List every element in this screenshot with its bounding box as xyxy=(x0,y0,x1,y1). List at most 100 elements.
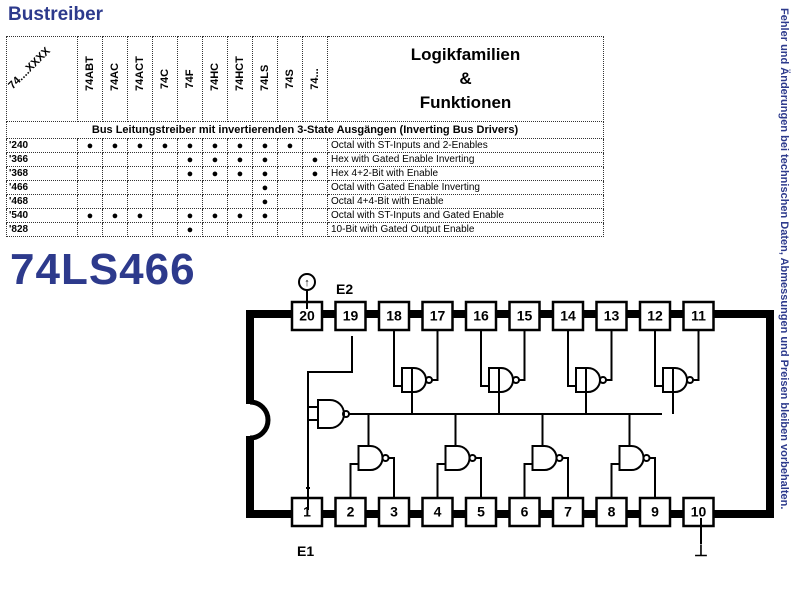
family-label: 74LS xyxy=(259,64,271,91)
empty-cell xyxy=(152,152,178,167)
buffer-bubble xyxy=(686,376,694,384)
availability-dot: ● xyxy=(127,208,153,223)
family-label: 74ACT xyxy=(134,56,146,91)
buffer-body xyxy=(662,367,688,393)
availability-dot: ● xyxy=(227,208,253,223)
empty-cell xyxy=(127,222,153,237)
table-body: Bus Leitungstreiber mit invertierenden 3… xyxy=(6,121,604,237)
buffer-bubble xyxy=(512,376,520,384)
inverting-buffer xyxy=(523,414,569,498)
table-row: '466●Octal with Gated Enable Inverting xyxy=(6,180,604,195)
family-header: 74ABT xyxy=(77,36,103,122)
empty-cell xyxy=(77,222,103,237)
pin-number: 2 xyxy=(347,504,355,520)
empty-cell xyxy=(152,208,178,223)
function-cell: Hex with Gated Enable Inverting xyxy=(327,152,604,167)
empty-cell xyxy=(277,222,303,237)
buffer-input-wire xyxy=(436,463,446,498)
buffer-output-wire xyxy=(606,330,613,381)
table-row: '366●●●●●Hex with Gated Enable Inverting xyxy=(6,152,604,167)
pin-number: 17 xyxy=(430,308,446,324)
part-cell: '828 xyxy=(6,222,78,237)
pin-number: 6 xyxy=(521,504,529,520)
pin-box xyxy=(290,496,324,528)
empty-cell xyxy=(302,194,328,209)
empty-cell xyxy=(302,138,328,153)
pin-number: 19 xyxy=(343,308,359,324)
section-title: Bus Leitungstreiber mit invertierenden 3… xyxy=(6,121,604,139)
side-disclaimer: Fehler und Änderungen bei technischen Da… xyxy=(778,8,800,588)
buffer-body xyxy=(488,367,514,393)
function-header-line: Funktionen xyxy=(419,93,512,112)
buffer-bubble xyxy=(642,454,651,462)
buffer-body xyxy=(618,445,645,471)
empty-cell xyxy=(302,180,328,195)
inverting-buffer xyxy=(567,330,613,414)
part-cell: '366 xyxy=(6,152,78,167)
family-header: 74AC xyxy=(102,36,128,122)
part-cell: '368 xyxy=(6,166,78,181)
availability-dot: ● xyxy=(77,208,103,223)
family-label: 74ABT xyxy=(84,56,96,91)
buffer-input-wire xyxy=(610,463,620,498)
buffer-body xyxy=(401,367,427,393)
empty-cell xyxy=(202,180,228,195)
pin-box xyxy=(682,496,715,528)
wire-e2 xyxy=(307,336,353,488)
buffer-body xyxy=(444,445,471,471)
part-cell: '468 xyxy=(6,194,78,209)
buffer-output-wire xyxy=(519,330,526,381)
family-header: 74C xyxy=(152,36,178,122)
ic-notch xyxy=(249,399,271,441)
family-label: 74HCT xyxy=(234,56,246,91)
empty-cell xyxy=(277,166,303,181)
enable-nor-gate xyxy=(317,399,345,429)
empty-cell xyxy=(277,194,303,209)
family-header: 74....XXXX xyxy=(6,36,78,122)
family-label: 74....XXXX xyxy=(6,45,53,92)
pin-number: 13 xyxy=(604,308,620,324)
inverting-buffer xyxy=(349,414,395,498)
availability-dot: ● xyxy=(302,166,328,181)
availability-dot: ● xyxy=(177,152,203,167)
table-row: '368●●●●●Hex 4+2-Bit with Enable xyxy=(6,166,604,181)
inverting-buffer xyxy=(393,330,439,414)
pin-number: 1 xyxy=(303,504,311,520)
empty-cell xyxy=(302,208,328,223)
availability-dot: ● xyxy=(77,138,103,153)
ground-icon: ⊥ xyxy=(694,543,708,560)
empty-cell xyxy=(77,180,103,195)
availability-dot: ● xyxy=(152,138,178,153)
buffer-bubble xyxy=(599,376,607,384)
empty-cell xyxy=(177,180,203,195)
buffer-input-wire xyxy=(567,330,576,387)
pin-box xyxy=(508,300,541,332)
availability-dot: ● xyxy=(177,208,203,223)
empty-cell xyxy=(202,194,228,209)
family-label: 74C xyxy=(159,68,171,90)
part-cell: '466 xyxy=(6,180,78,195)
pin-number: 3 xyxy=(390,504,398,520)
buffer-output-wire xyxy=(388,457,395,498)
availability-dot: ● xyxy=(227,166,253,181)
family-header: 74S xyxy=(277,36,303,122)
enable-gate-bubble xyxy=(342,410,350,418)
empty-cell xyxy=(202,222,228,237)
page-title: Bustreiber xyxy=(8,4,104,25)
label-e1: E1 xyxy=(297,543,314,559)
family-header: 74LS xyxy=(252,36,278,122)
empty-cell xyxy=(277,152,303,167)
function-cell: Hex 4+2-Bit with Enable xyxy=(327,166,604,181)
family-header: 74F xyxy=(177,36,203,122)
buffer-body xyxy=(575,367,601,393)
family-label: 74HC xyxy=(209,62,221,91)
pin-number: 7 xyxy=(564,504,572,520)
family-label: 74... xyxy=(309,68,321,90)
vcc-marker xyxy=(298,273,316,291)
family-header: 74HCT xyxy=(227,36,253,122)
buffer-body xyxy=(531,445,558,471)
empty-cell xyxy=(277,208,303,223)
availability-dot: ● xyxy=(202,152,228,167)
empty-cell xyxy=(127,194,153,209)
family-header: 74HC xyxy=(202,36,228,122)
